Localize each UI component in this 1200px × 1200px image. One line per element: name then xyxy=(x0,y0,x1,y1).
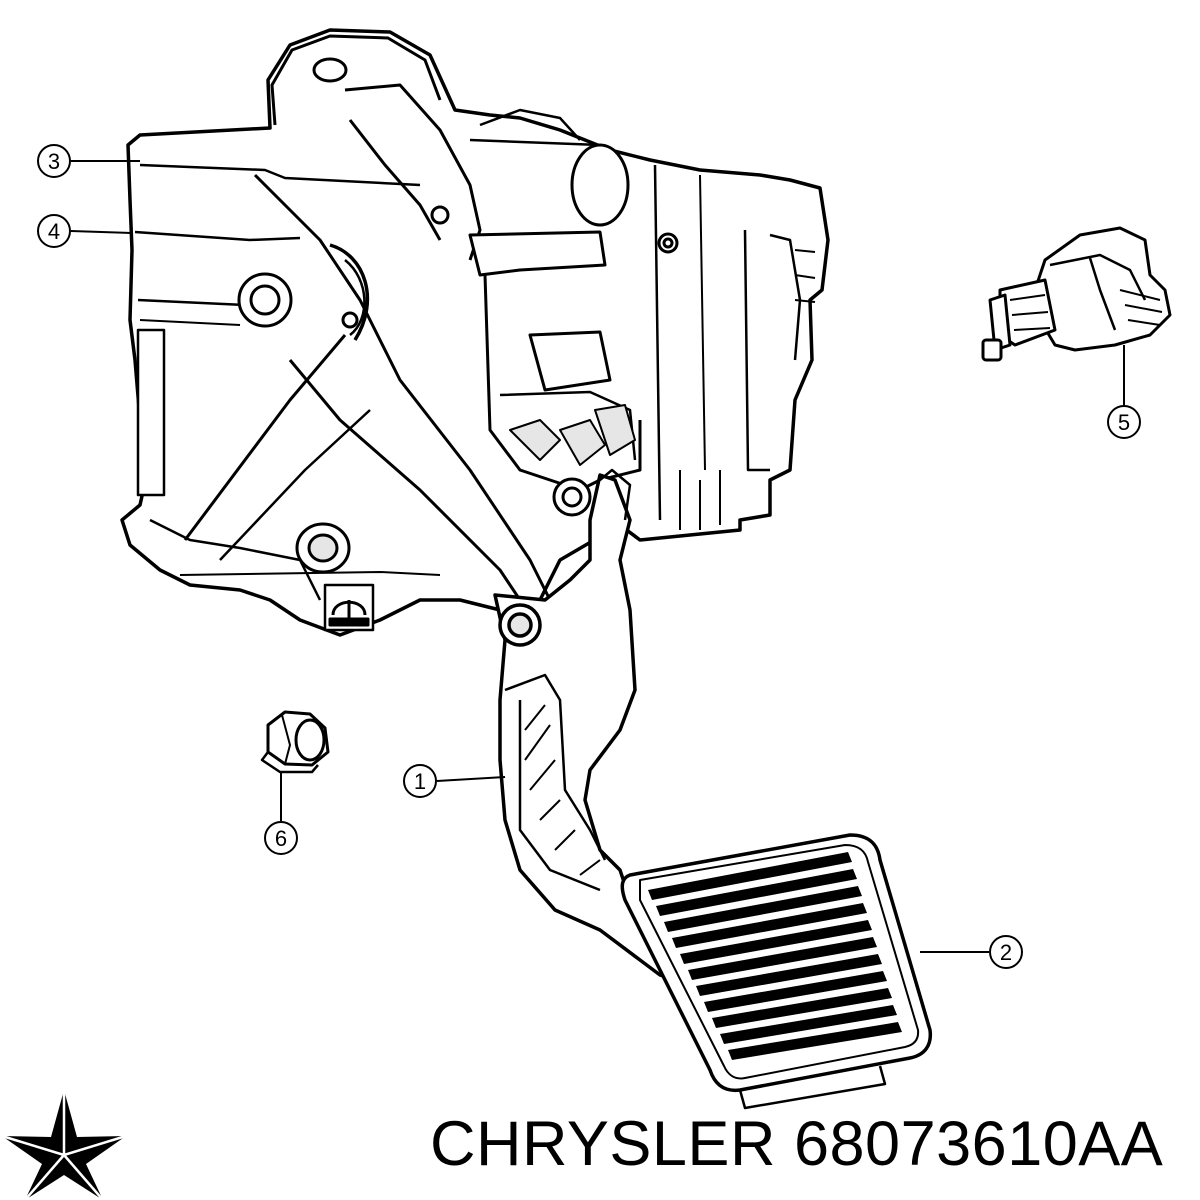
chrysler-pentastar-icon xyxy=(1,1090,127,1200)
callout-2: 2 xyxy=(989,935,1023,969)
svg-text:2: 2 xyxy=(1000,940,1012,965)
callout-3: 3 xyxy=(37,144,71,178)
callout-4: 4 xyxy=(37,214,71,248)
pedal-pad-icon xyxy=(620,833,933,1110)
svg-text:1: 1 xyxy=(414,769,426,794)
svg-text:4: 4 xyxy=(48,219,60,244)
svg-text:6: 6 xyxy=(275,826,287,851)
pedal-arm-icon xyxy=(493,468,742,1062)
part-number: 68073610AA xyxy=(793,1109,1164,1179)
pedal-bracket-icon xyxy=(120,28,830,637)
callout-6: 6 xyxy=(264,821,298,855)
leader-lines xyxy=(70,160,1125,953)
svg-text:5: 5 xyxy=(1118,410,1130,435)
flange-nut-icon xyxy=(260,710,330,774)
callout-5: 5 xyxy=(1107,405,1141,439)
leader-line-4 xyxy=(70,230,133,234)
brand-part-number: CHRYSLER 68073610AA xyxy=(430,1108,1163,1180)
pivot-bushing-icon xyxy=(329,243,370,341)
callout-1: 1 xyxy=(403,764,437,798)
svg-text:3: 3 xyxy=(48,149,60,174)
brake-light-switch-icon xyxy=(981,226,1172,362)
leader-line-1 xyxy=(436,776,506,782)
brand-name: CHRYSLER xyxy=(430,1109,776,1179)
